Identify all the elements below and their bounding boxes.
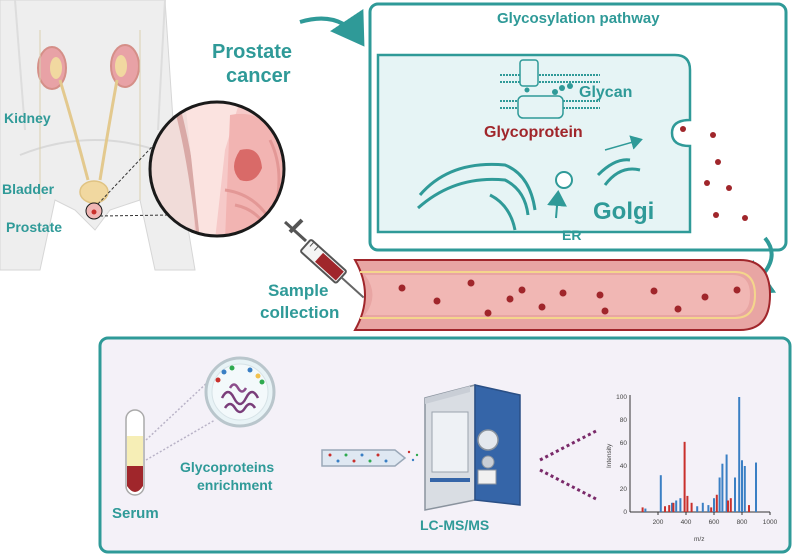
- label-prostate-cancer-2: cancer: [226, 65, 291, 87]
- spectrum-bar: [690, 502, 693, 512]
- lc-column: [321, 449, 419, 467]
- label-prostate: Prostate: [6, 219, 62, 235]
- spectrum-bar: [734, 477, 736, 512]
- y-tick-label: 80: [620, 417, 628, 424]
- x-tick-label: 800: [737, 519, 748, 526]
- spectrum-bar: [725, 454, 728, 512]
- spectrum-bar: [641, 507, 644, 512]
- secreted-glycoproteins: [680, 126, 748, 221]
- membrane: [500, 59, 600, 119]
- label-bladder: Bladder: [2, 181, 55, 197]
- spectrum-bars: [641, 397, 757, 512]
- label-lcms: LC-MS/MS: [420, 517, 489, 533]
- bladder: [79, 180, 109, 204]
- label-golgi: Golgi: [593, 198, 654, 225]
- spectrum-bar: [671, 502, 673, 512]
- spectrum-bar: [755, 462, 757, 512]
- zoom-lines-serum: [145, 379, 216, 461]
- enrichment-dish: [204, 356, 276, 428]
- x-tick-label: 600: [709, 519, 720, 526]
- spectrum-bar: [738, 397, 741, 512]
- prostate-organ: [85, 202, 103, 220]
- golgi-apparatus: [417, 135, 643, 231]
- spectrum-bar: [748, 505, 750, 512]
- column-beads: [328, 450, 419, 463]
- y-tick-label: 60: [620, 440, 628, 447]
- spectrum-connector: [539, 428, 599, 502]
- label-er: ER: [562, 227, 581, 243]
- x-axis-label: m/z: [694, 536, 704, 543]
- spectrum-bar: [713, 498, 715, 512]
- arrow-to-pathway: [299, 8, 365, 47]
- spectrum-bar: [696, 506, 699, 512]
- spectrum-bar: [741, 460, 743, 512]
- spectrum-bar: [683, 441, 686, 512]
- blood-cells: [398, 279, 741, 317]
- syringe-icon: [283, 218, 365, 299]
- spectrum-bar: [686, 495, 689, 512]
- spectrum-bar: [659, 475, 662, 512]
- label-kidney: Kidney: [4, 110, 51, 126]
- spectrum-bar: [679, 498, 682, 512]
- spectrum-ticks: 200 400 600 800 1000 0 20 40 60 80 100: [616, 394, 777, 526]
- kidney-right: [110, 44, 140, 88]
- pathway-panel: [368, 2, 788, 252]
- label-sample-2: collection: [260, 303, 339, 322]
- y-tick-label: 20: [620, 486, 628, 493]
- x-tick-label: 1000: [763, 519, 778, 526]
- x-tick-label: 200: [653, 519, 664, 526]
- ureters: [39, 30, 141, 200]
- label-glycan: Glycan: [579, 84, 632, 101]
- spectrum-bar: [664, 506, 666, 512]
- spectrum-bar: [644, 508, 647, 512]
- spectrum-bar: [715, 494, 718, 512]
- spectrum-bar: [668, 505, 671, 512]
- spectrum-bar: [721, 463, 724, 512]
- label-sample-1: Sample: [268, 281, 328, 300]
- spectrum-bar: [672, 502, 675, 512]
- y-tick-label: 0: [623, 509, 627, 516]
- spectrum-bar: [710, 507, 713, 512]
- kidney-left: [37, 46, 67, 90]
- spectrum-bar: [743, 466, 746, 512]
- prostate-zoom-circle: [148, 100, 286, 238]
- serum-tube: [125, 409, 145, 496]
- label-enrich-2: enrichment: [197, 477, 273, 493]
- pathway-title: Glycosylation pathway: [497, 10, 660, 27]
- spectrum-bar: [718, 477, 721, 512]
- spectrum-bar: [701, 502, 704, 512]
- y-tick-label: 40: [620, 463, 628, 470]
- mass-spectrum-chart: 200 400 600 800 1000 0 20 40 60 80 100 m/z Intensi…: [606, 394, 778, 543]
- mass-spectrometer: [424, 384, 521, 511]
- label-glycoprotein: Glycoprotein: [484, 124, 583, 141]
- spectrum-bar: [729, 498, 732, 512]
- spectrum-bar: [675, 500, 678, 512]
- label-enrich-1: Glycoproteins: [180, 459, 274, 475]
- spectrum-bar: [727, 500, 729, 512]
- y-axis-label: Intensity: [606, 443, 613, 468]
- y-tick-label: 100: [616, 394, 627, 401]
- spectrum-bar: [707, 505, 710, 512]
- x-tick-label: 400: [681, 519, 692, 526]
- label-prostate-cancer-1: Prostate: [212, 41, 292, 63]
- label-serum: Serum: [112, 505, 159, 522]
